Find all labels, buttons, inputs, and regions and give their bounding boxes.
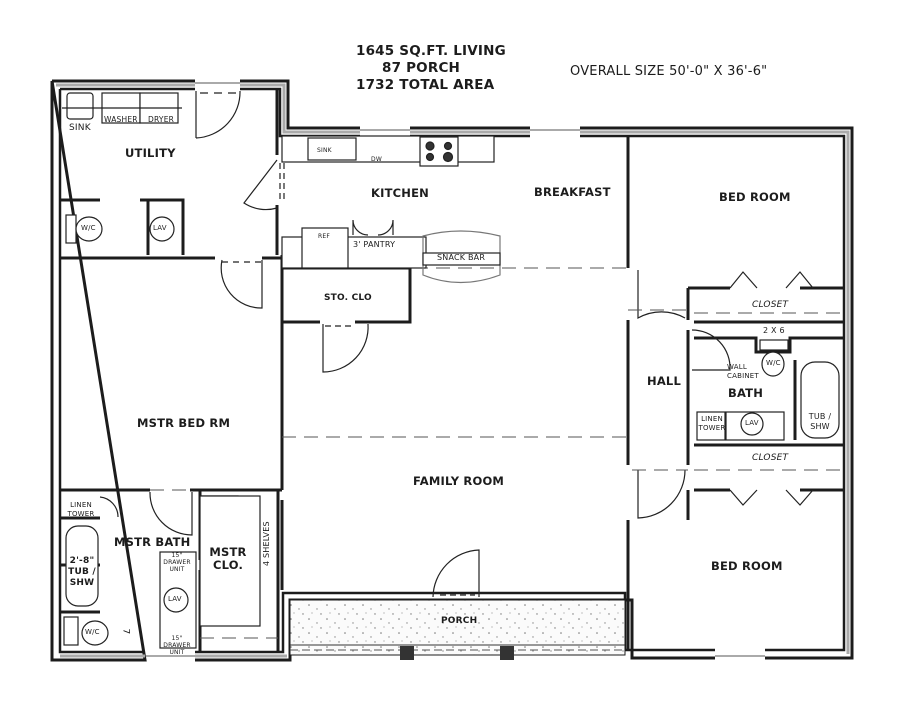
- room-label-mstr-clo: MSTR CLO.: [209, 545, 247, 572]
- room-label-closet-1: CLOSET: [752, 300, 789, 310]
- fixture-label-drawer-unit-top: 15" DRAWER UNIT: [163, 552, 191, 573]
- room-label-breakfast: BREAKFAST: [534, 185, 611, 199]
- room-label-mstr-bed-rm: MSTR BED RM: [137, 416, 231, 430]
- room-label-closet-2: CLOSET: [752, 453, 789, 463]
- living-area-label: 1645 SQ.FT. LIVING: [356, 43, 506, 59]
- fixture-label-lav-bath: LAV: [745, 419, 759, 427]
- fixture-label-lav-utility: LAV: [153, 224, 167, 232]
- room-label-bed-room-2: BED ROOM: [711, 559, 783, 573]
- fixture-label-sink: SINK: [69, 123, 91, 133]
- fixture-label-mark-7: 7: [120, 628, 131, 635]
- room-label-kitchen: KITCHEN: [371, 186, 429, 200]
- fixture-label-pantry: 3' PANTRY: [353, 240, 396, 249]
- fixture-label-snack-bar: SNACK BAR: [437, 253, 486, 262]
- interior-walls: [60, 89, 844, 652]
- fixture-label-kitchen-sink: SINK: [317, 147, 332, 154]
- fixture-label-wall-cabinet: WALL CABINET: [727, 363, 759, 380]
- fixture-label-washer: WASHER: [104, 115, 138, 124]
- porch-post: [500, 646, 514, 660]
- fixture-label-tub-mstr: 2'-8" TUB / SHW: [68, 556, 96, 588]
- fixtures: [62, 92, 840, 649]
- room-label-utility: UTILITY: [125, 146, 176, 160]
- room-label-family-room: FAMILY ROOM: [413, 474, 505, 488]
- fixture-label-linen-tower-bath: LINEN TOWER: [698, 415, 726, 432]
- room-label-bed-room-1: BED ROOM: [719, 190, 791, 204]
- porch-area-label: 87 PORCH: [382, 60, 461, 76]
- fixture-label-2x6: 2 X 6: [763, 326, 785, 335]
- fixture-label-wc-utility: W/C: [81, 224, 96, 232]
- room-label-mstr-bath: MSTR BATH: [114, 535, 191, 549]
- overall-size-label: OVERALL SIZE 50'-0" X 36'-6": [570, 64, 768, 79]
- fixture-label-refrigerator: REF: [318, 233, 331, 240]
- fixture-label-linen-tower-mstr: LINEN TOWER: [67, 501, 95, 518]
- total-area-label: 1732 TOTAL AREA: [356, 77, 495, 93]
- fixture-label-tub-shw-bath: TUB / SHW: [808, 412, 832, 431]
- room-label-porch: PORCH: [441, 616, 478, 626]
- fixture-label-dryer: DRYER: [148, 115, 175, 124]
- room-label-sto-clo: STO. CLO: [324, 293, 372, 303]
- fixture-label-wc-bath: W/C: [766, 359, 781, 367]
- fixture-label-drawer-unit-bottom: 15" DRAWER UNIT: [163, 635, 191, 656]
- porch-post: [400, 646, 414, 660]
- fixture-label-shelves: 4 SHELVES: [262, 521, 271, 566]
- closet-bifold-doors: [729, 271, 814, 506]
- room-label-bath: BATH: [728, 386, 764, 400]
- fixture-label-dishwasher: DW: [371, 156, 382, 163]
- fixture-label-wc-mstr: W/C: [85, 628, 100, 636]
- doors: [99, 90, 731, 598]
- room-label-hall: HALL: [647, 374, 681, 388]
- fixture-label-lav-mstr: LAV: [168, 595, 182, 603]
- porch-floor: [289, 599, 626, 656]
